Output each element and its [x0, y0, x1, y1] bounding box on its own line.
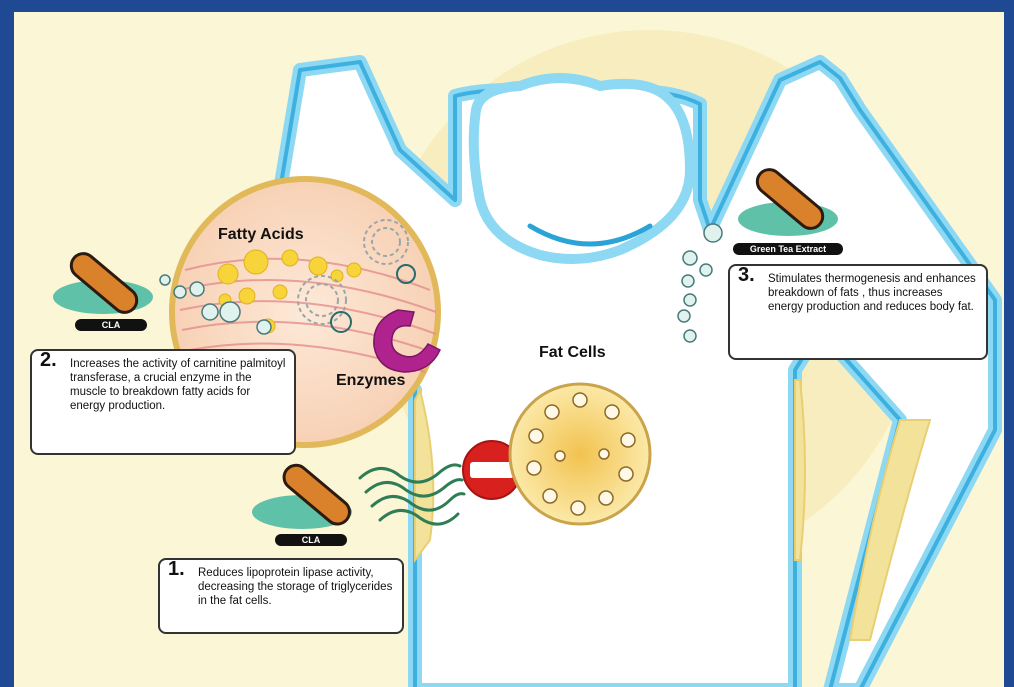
right-arm-fat: [795, 380, 805, 560]
fat-cells-label: Fat Cells: [539, 344, 606, 362]
step-3-number: 3.: [738, 268, 755, 282]
cla-tag-top: CLA: [75, 319, 147, 331]
stop-sign-bar: [470, 462, 514, 478]
step-2-text: Increases the activity of carnitine palm…: [70, 357, 286, 413]
green-tea-tag: Green Tea Extract: [733, 243, 843, 255]
enzymes-label: Enzymes: [336, 372, 405, 390]
fatty-acids-label: Fatty Acids: [218, 226, 304, 244]
step-2-box: 2. Increases the activity of carnitine p…: [30, 349, 296, 455]
step-2-number: 2.: [40, 353, 57, 367]
head-outline: [474, 78, 690, 259]
cla-tag-bottom: CLA: [275, 534, 347, 546]
step-1-text: Reduces lipoprotein lipase activity, dec…: [198, 566, 394, 608]
step-1-box: 1. Reduces lipoprotein lipase activity, …: [158, 558, 404, 634]
step-3-text: Stimulates thermogenesis and enhances br…: [768, 272, 978, 314]
step-3-box: 3. Stimulates thermogenesis and enhances…: [728, 264, 988, 360]
step-1-number: 1.: [168, 562, 185, 576]
